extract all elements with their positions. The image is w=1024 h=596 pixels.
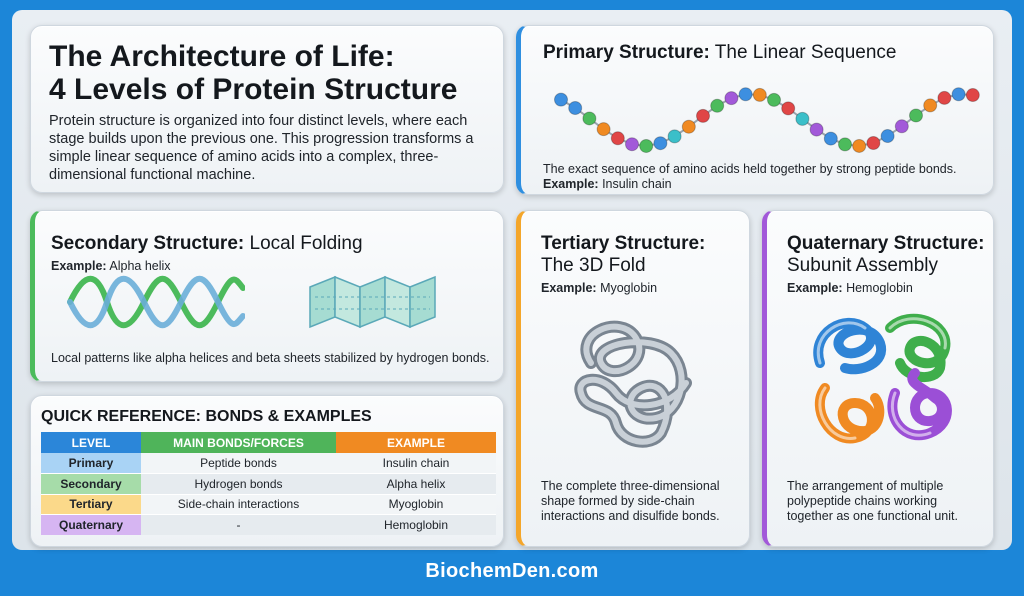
primary-example: Example: Insulin chain: [543, 177, 672, 191]
tertiary-example: Example: Myoglobin: [541, 281, 658, 295]
amino-acid-bead: [909, 108, 923, 123]
secondary-description: Local patterns like alpha helices and be…: [51, 351, 490, 365]
row-bonds: Hydrogen bonds: [141, 473, 336, 494]
primary-card: Primary Structure: The Linear Sequence T…: [516, 25, 994, 195]
footer-site-name: BiochemDen.com: [425, 560, 599, 582]
table-row: Tertiary Side-chain interactions Myoglob…: [41, 493, 496, 515]
beta-sheet-illustration: [309, 275, 436, 329]
table-row: Quaternary - Hemoglobin: [41, 514, 496, 535]
row-level: Secondary: [41, 473, 141, 494]
row-level: Primary: [41, 453, 141, 474]
quick-reference-card: QUICK REFERENCE: BONDS & EXAMPLES LEVEL …: [30, 395, 504, 547]
quick-reference-title: QUICK REFERENCE: BONDS & EXAMPLES: [41, 408, 372, 425]
amino-acid-bead: [866, 135, 881, 150]
amino-acid-bead: [667, 129, 682, 144]
amino-acid-bead: [937, 90, 952, 105]
amino-acid-bead: [625, 137, 639, 152]
intro-card: The Architecture of Life: 4 Levels of Pr…: [30, 25, 504, 193]
amino-acid-bead: [653, 136, 668, 151]
quaternary-card: Quaternary Structure: Subunit Assembly E…: [762, 210, 994, 547]
amino-acid-bead: [923, 98, 938, 113]
tertiary-title: Tertiary Structure: The 3D Fold: [541, 233, 706, 276]
amino-acid-bead: [610, 131, 625, 146]
myoglobin-fold-illustration: [574, 320, 692, 448]
amino-acid-bead: [568, 100, 583, 115]
amino-acid-bead: [639, 138, 654, 153]
main-title-line1: The Architecture of Life:: [49, 40, 395, 73]
main-title-line2: 4 Levels of Protein Structure: [49, 73, 458, 106]
amino-acid-bead: [724, 91, 739, 106]
primary-title: Primary Structure: The Linear Sequence: [543, 42, 897, 63]
row-example: Alpha helix: [336, 473, 496, 494]
amino-acid-bead: [852, 138, 867, 153]
row-level: Quaternary: [41, 514, 141, 535]
tertiary-card: Tertiary Structure: The 3D Fold Example:…: [516, 210, 750, 547]
alpha-helix-illustration: [67, 276, 245, 328]
row-bonds: Side-chain interactions: [141, 493, 336, 515]
table-row: Secondary Hydrogen bonds Alpha helix: [41, 473, 496, 494]
secondary-example: Example: Alpha helix: [51, 259, 171, 273]
amino-acid-bead: [823, 131, 838, 146]
primary-description: The exact sequence of amino acids held t…: [543, 162, 957, 176]
quaternary-example: Example: Hemoglobin: [787, 281, 913, 295]
amino-acid-bead: [880, 129, 895, 144]
amino-acid-bead: [710, 98, 725, 113]
row-example: Insulin chain: [336, 453, 496, 474]
tertiary-description: The complete three-dimensional shape for…: [541, 479, 720, 523]
quaternary-description: The arrangement of multiple polypeptide …: [787, 479, 958, 523]
amino-acid-bead: [738, 87, 753, 102]
column-header-bonds: MAIN BONDS/FORCES: [141, 432, 336, 453]
secondary-title: Secondary Structure: Local Folding: [51, 233, 363, 254]
amino-acid-bead: [582, 111, 597, 126]
amino-acid-bead: [809, 122, 824, 137]
hemoglobin-assembly-illustration: [813, 313, 952, 444]
secondary-card: Secondary Structure: Local Folding Examp…: [30, 210, 504, 382]
row-bonds: Peptide bonds: [141, 453, 336, 474]
quaternary-title: Quaternary Structure: Subunit Assembly: [787, 233, 985, 276]
amino-acid-bead: [596, 122, 611, 137]
quick-reference-table: LEVEL MAIN BONDS/FORCES EXAMPLE Primary …: [41, 432, 496, 535]
table-header-row: LEVEL MAIN BONDS/FORCES EXAMPLE: [41, 432, 496, 453]
column-header-level: LEVEL: [41, 432, 141, 453]
amino-acid-bead: [894, 119, 909, 134]
row-example: Myoglobin: [336, 493, 496, 515]
amino-acid-chain-illustration: [554, 87, 980, 153]
amino-acid-bead: [696, 108, 710, 123]
amino-acid-bead: [838, 137, 852, 152]
amino-acid-bead: [781, 101, 796, 116]
amino-acid-bead: [681, 119, 696, 134]
row-example: Hemoglobin: [336, 514, 496, 535]
amino-acid-bead: [795, 111, 810, 126]
amino-acid-bead: [951, 87, 966, 102]
amino-acid-bead: [767, 92, 781, 107]
table-row: Primary Peptide bonds Insulin chain: [41, 453, 496, 474]
amino-acid-bead: [752, 87, 767, 102]
row-bonds: -: [141, 514, 336, 535]
row-level: Tertiary: [41, 493, 141, 515]
amino-acid-bead: [965, 88, 980, 103]
column-header-example: EXAMPLE: [336, 432, 496, 453]
intro-paragraph: Protein structure is organized into four…: [49, 113, 474, 183]
amino-acid-bead: [554, 92, 568, 107]
